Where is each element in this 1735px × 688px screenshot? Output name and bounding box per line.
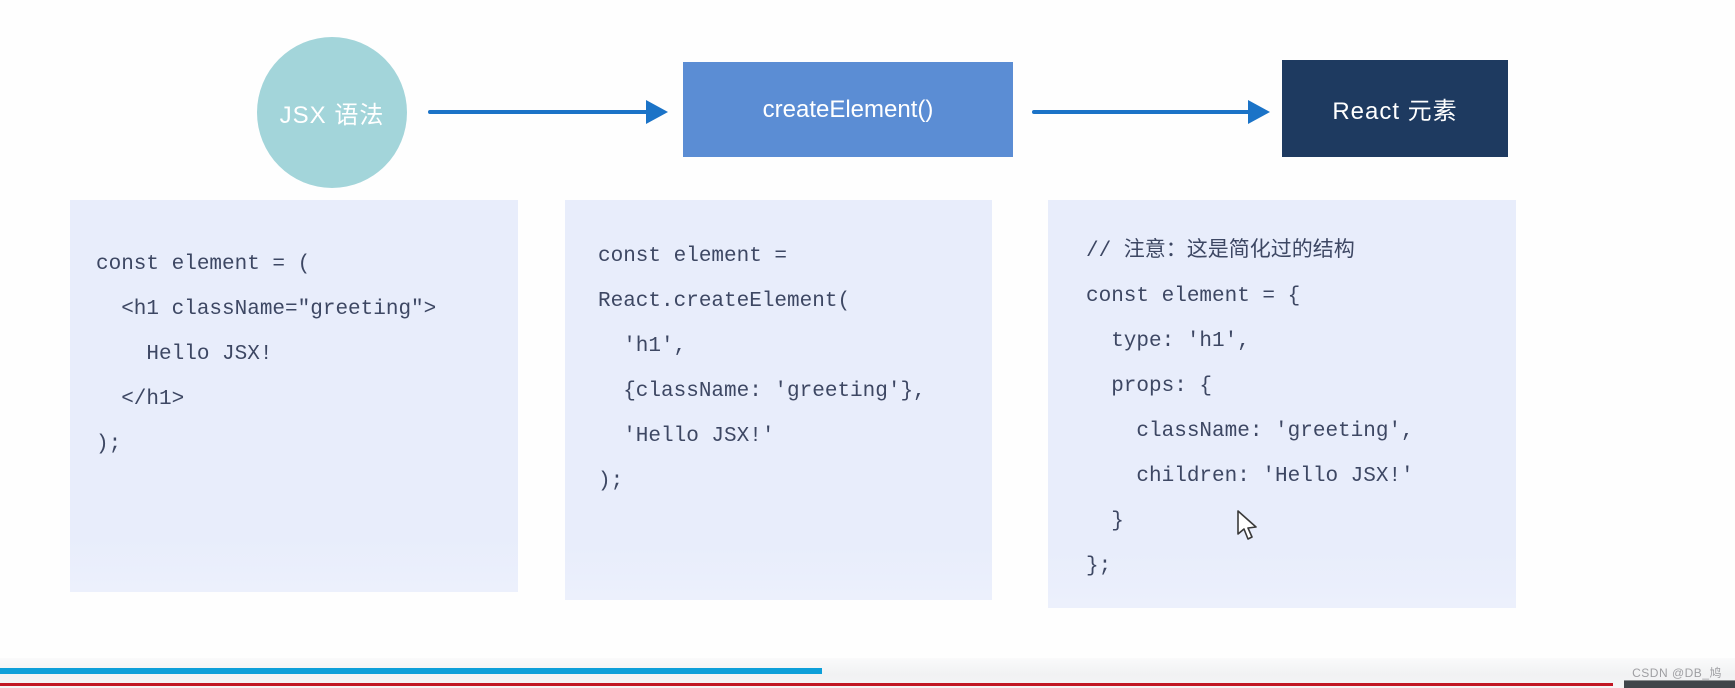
seek-bar-remaining[interactable] — [1624, 680, 1735, 688]
code-line: Hello JSX! — [96, 343, 273, 366]
mouse-cursor-icon — [1237, 510, 1257, 540]
diagram-node-create-element: createElement() — [683, 62, 1013, 157]
arrow-shaft — [1032, 110, 1250, 114]
diagram-node-react-element-label: React 元素 — [1332, 98, 1458, 125]
code-line: // 注意：这是简化过的结构 — [1086, 240, 1355, 263]
code-line: children: 'Hello JSX!' — [1086, 465, 1414, 488]
arrow-shaft — [428, 110, 648, 114]
code-line: React.createElement( — [598, 290, 851, 313]
code-line: const element = — [598, 245, 788, 268]
code-line: className: 'greeting', — [1086, 420, 1414, 443]
code-block-create-element: const element = React.createElement( 'h1'… — [565, 200, 992, 600]
code-line: const element = ( — [96, 253, 311, 276]
code-line: </h1> — [96, 388, 185, 411]
code-line: <h1 className="greeting"> — [96, 298, 437, 321]
code-line: 'Hello JSX!' — [598, 425, 775, 448]
arrow-head-icon — [646, 100, 668, 124]
arrow-head-icon — [1248, 100, 1270, 124]
diagram-node-jsx-syntax: JSX 语法 — [257, 37, 407, 188]
code-line: {className: 'greeting'}, — [598, 380, 926, 403]
code-line: type: 'h1', — [1086, 330, 1250, 353]
code-line: }; — [1086, 555, 1112, 578]
code-block-react-element: // 注意：这是简化过的结构 const element = { type: 'h… — [1048, 200, 1516, 608]
diagram-node-react-element: React 元素 — [1282, 60, 1508, 157]
code-line: const element = { — [1086, 285, 1301, 308]
code-block-jsx: const element = ( <h1 className="greetin… — [70, 200, 518, 592]
diagram-node-create-element-label: createElement() — [762, 95, 934, 123]
code-line: 'h1', — [598, 335, 687, 358]
code-line: ); — [598, 470, 624, 493]
code-line: ); — [96, 433, 122, 456]
code-line: } — [1086, 510, 1124, 533]
diagram-node-jsx-syntax-label: JSX 语法 — [279, 102, 385, 129]
video-progress-bar[interactable] — [0, 668, 822, 674]
code-line: props: { — [1086, 375, 1213, 398]
seek-bar-played[interactable] — [0, 683, 1613, 686]
csdn-watermark: CSDN @DB_鸠 — [1632, 666, 1722, 680]
